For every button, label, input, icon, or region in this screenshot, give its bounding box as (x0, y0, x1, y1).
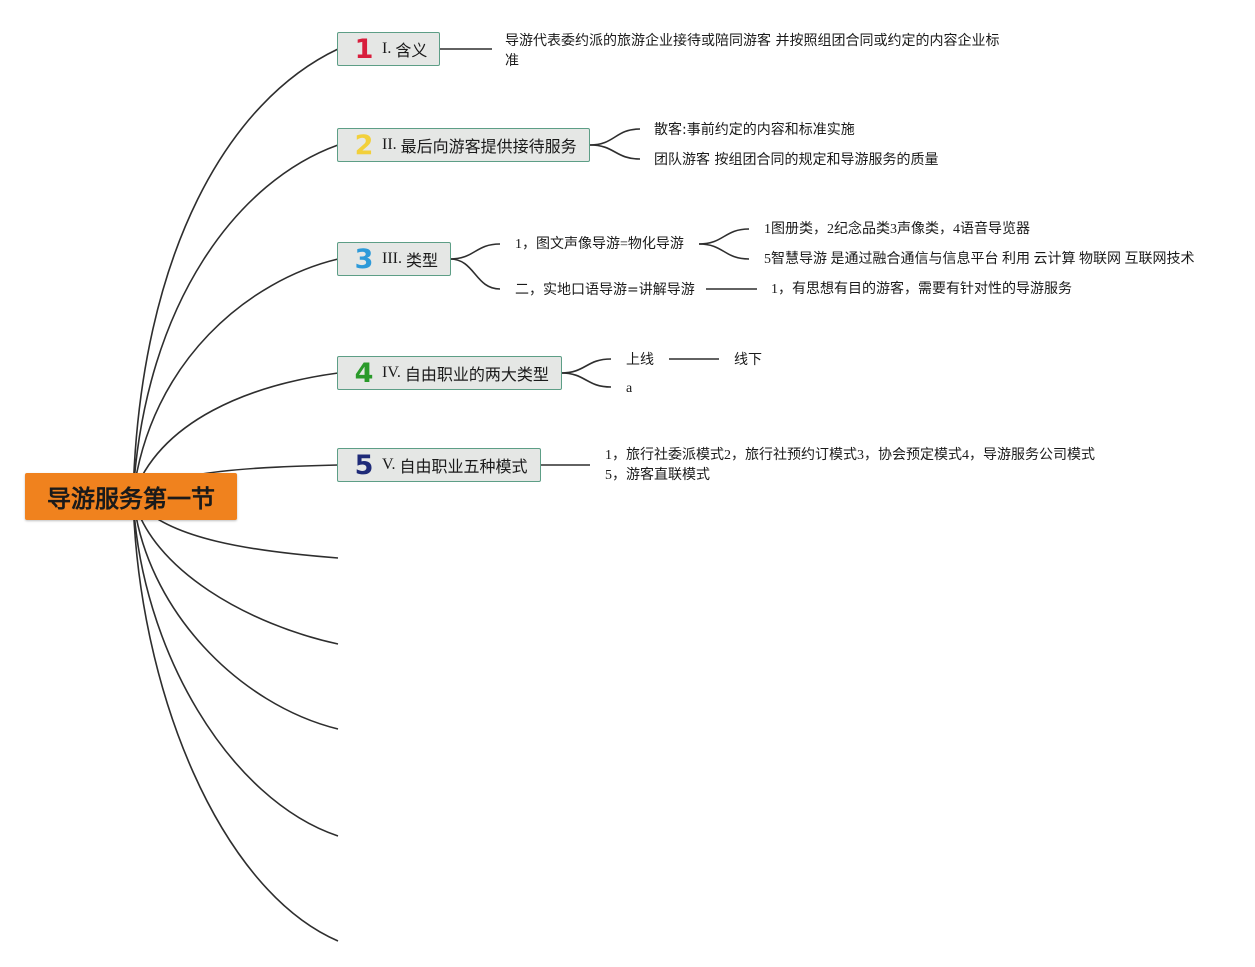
topic-freelance-modes[interactable]: 5 V. 自由职业五种模式 (337, 448, 541, 482)
topic-label: 自由职业五种模式 (399, 457, 528, 476)
root-topic[interactable]: 导游服务第一节 (25, 473, 237, 520)
topic-freelance-types[interactable]: 4 IV. 自由职业的两大类型 (337, 356, 562, 390)
t4a-connector (560, 358, 612, 374)
number-2-icon: 2 (354, 129, 374, 161)
branch-line-3 (132, 258, 339, 497)
topic-label: 类型 (405, 251, 438, 270)
leaf-smart-guide[interactable]: 5智慧导游 是通过融合通信与信息平台 利用 云计算 物联网 互联网技术 (764, 252, 1195, 267)
t4b-connector (560, 372, 612, 388)
branch-line-empty-4 (132, 495, 339, 837)
leaf-online[interactable]: 上线 (626, 352, 654, 368)
number-1-icon: 1 (354, 33, 374, 65)
leaf-a[interactable]: a (626, 381, 633, 396)
t3b-connector (449, 258, 501, 290)
leaf-offline[interactable]: 线下 (734, 352, 762, 368)
number-3-icon: 3 (354, 243, 374, 275)
topic-roman-numeral: III. (382, 250, 402, 267)
leaf-group-tourists[interactable]: 团队游客 按组团合同的规定和导游服务的质量 (654, 152, 939, 168)
number-5-icon: 5 (354, 449, 374, 481)
topic-roman-numeral: V. (382, 456, 396, 473)
t3a2-connector (698, 243, 750, 260)
topic-roman-numeral: II. (382, 136, 397, 153)
leaf-meaning-definition[interactable]: 导游代表委约派的旅游企业接待或陪同游客 并按照组团合同或约定的内容企业标准 (505, 33, 1000, 69)
leaf-modes-1-4[interactable]: 1，旅行社委派模式2，旅行社预约订模式3，协会预定模式4，导游服务公司模式 (605, 448, 1095, 463)
topic-label: 自由职业的两大类型 (404, 365, 549, 384)
t3a1-connector (698, 228, 750, 245)
t2a-connector (589, 128, 641, 146)
topic-label: 含义 (395, 41, 428, 60)
branch-line-empty-2 (132, 495, 339, 645)
leaf-material-guide-kinds[interactable]: 1图册类，2纪念品类3声像类，4语音导览器 (764, 222, 1030, 237)
leaf-material-guide[interactable]: 1，图文声像导游=物化导游 (515, 237, 684, 252)
leaf-oral-guide[interactable]: 二，实地口语导游=讲解导游 (515, 282, 695, 298)
topic-reception-service[interactable]: 2 II. 最后向游客提供接待服务 (337, 128, 590, 162)
topic-label: 最后向游客提供接待服务 (400, 137, 577, 156)
t2b-connector (589, 144, 641, 160)
leaf-mode-5[interactable]: 5，游客直联模式 (605, 468, 710, 483)
number-4-icon: 4 (354, 357, 374, 389)
branch-line-empty-3 (132, 495, 339, 730)
topic-roman-numeral: IV. (382, 364, 401, 381)
topic-roman-numeral: I. (382, 40, 392, 57)
t3a-connector (449, 243, 501, 260)
branch-line-4 (132, 372, 339, 497)
branch-line-empty-5 (132, 495, 339, 942)
branch-line-1 (132, 48, 339, 497)
leaf-oral-guide-detail[interactable]: 1，有思想有目的游客，需要有针对性的导游服务 (771, 282, 1072, 297)
topic-meaning[interactable]: 1 I. 含义 (337, 32, 441, 66)
leaf-individual-tourists[interactable]: 散客:事前约定的内容和标准实施 (654, 122, 855, 138)
branch-line-2 (132, 144, 339, 497)
topic-types[interactable]: 3 III. 类型 (337, 242, 451, 276)
